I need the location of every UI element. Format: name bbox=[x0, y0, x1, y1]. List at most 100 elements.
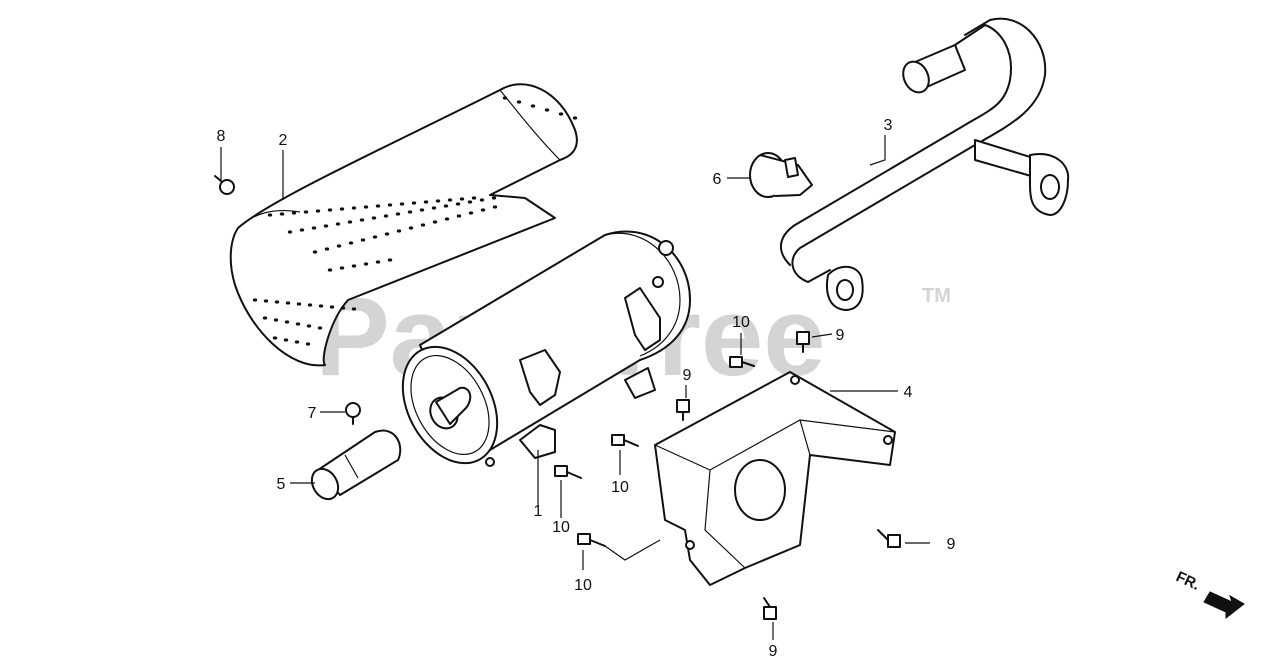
nut-9-a[interactable] bbox=[796, 331, 810, 353]
perforation-hole bbox=[307, 303, 313, 307]
perforation-hole bbox=[339, 207, 345, 211]
part-exhaust-pipe[interactable] bbox=[780, 17, 1070, 311]
perforation-hole bbox=[371, 216, 377, 220]
perforation-hole bbox=[318, 304, 324, 308]
front-arrow-icon bbox=[1203, 591, 1245, 620]
perforation-hole bbox=[329, 305, 335, 309]
part-heat-shield[interactable] bbox=[229, 83, 578, 367]
bolt-10-c[interactable] bbox=[554, 465, 582, 479]
perforation-hole bbox=[283, 338, 289, 342]
perforation-hole bbox=[516, 100, 522, 104]
nut-9-b[interactable] bbox=[676, 399, 690, 421]
callout-10-d: 10 bbox=[574, 577, 592, 594]
leader-lines bbox=[220, 135, 930, 640]
bolt-10-b[interactable] bbox=[611, 434, 639, 447]
perforation-hole bbox=[317, 326, 323, 330]
perforation-hole bbox=[530, 104, 536, 108]
perforation-hole bbox=[480, 208, 486, 212]
perforation-hole bbox=[294, 340, 300, 344]
perforation-hole bbox=[387, 203, 393, 207]
perforation-hole bbox=[384, 232, 390, 236]
perforation-hole bbox=[327, 208, 333, 212]
perforation-hole bbox=[272, 336, 278, 340]
perforation-hole bbox=[279, 212, 285, 216]
perforation-hole bbox=[315, 209, 321, 213]
perforation-hole bbox=[305, 342, 311, 346]
perforation-hole bbox=[273, 318, 279, 322]
perforation-hole bbox=[306, 324, 312, 328]
nut-9-c[interactable] bbox=[877, 529, 901, 548]
part-mounting-bracket[interactable] bbox=[654, 371, 896, 586]
perforation-hole bbox=[502, 96, 508, 100]
callouts: 1 2 3 4 5 6 7 8 9 9 9 9 10 10 10 10 bbox=[217, 117, 956, 660]
perforation-hole bbox=[285, 301, 291, 305]
perforation-hole bbox=[274, 300, 280, 304]
perforation-hole bbox=[491, 196, 497, 200]
perforation-hole bbox=[295, 322, 301, 326]
perforation-hole bbox=[459, 197, 465, 201]
perforation-hole bbox=[431, 206, 437, 210]
bolt-10-d[interactable] bbox=[577, 533, 606, 547]
perforation-hole bbox=[435, 199, 441, 203]
perforation-hole bbox=[262, 316, 268, 320]
perforation-hole bbox=[340, 306, 346, 310]
part-tail-pipe[interactable] bbox=[307, 429, 402, 504]
perforation-hole bbox=[572, 116, 578, 120]
shield-perforations bbox=[252, 96, 578, 346]
perforation-hole bbox=[444, 217, 450, 221]
perforation-hole bbox=[396, 229, 402, 233]
callout-9-c: 9 bbox=[947, 536, 956, 553]
perforation-hole bbox=[383, 214, 389, 218]
callout-10-b: 10 bbox=[611, 479, 629, 496]
perforation-hole bbox=[347, 220, 353, 224]
perforation-hole bbox=[468, 211, 474, 215]
perforation-hole bbox=[432, 220, 438, 224]
perforation-hole bbox=[479, 198, 485, 202]
part-pipe-clamp[interactable] bbox=[749, 152, 813, 198]
perforation-hole bbox=[351, 307, 357, 311]
bolt-10-a[interactable] bbox=[729, 356, 755, 368]
perforation-hole bbox=[252, 298, 258, 302]
perforation-hole bbox=[558, 112, 564, 116]
callout-9-a: 9 bbox=[836, 327, 845, 344]
perforation-hole bbox=[423, 200, 429, 204]
perforation-hole bbox=[456, 214, 462, 218]
perforation-hole bbox=[375, 204, 381, 208]
perforation-hole bbox=[471, 196, 477, 200]
part-screw-7[interactable] bbox=[345, 402, 361, 425]
callout-3: 3 bbox=[884, 117, 893, 134]
callout-10-a: 10 bbox=[732, 314, 750, 331]
front-label: FR. bbox=[1173, 568, 1202, 594]
part-screw-8[interactable] bbox=[214, 175, 235, 195]
watermark-trademark: TM bbox=[922, 285, 951, 307]
perforation-hole bbox=[299, 228, 305, 232]
perforation-hole bbox=[312, 250, 318, 254]
perforation-hole bbox=[420, 223, 426, 227]
perforation-hole bbox=[467, 200, 473, 204]
perforation-hole bbox=[267, 213, 273, 217]
perforation-hole bbox=[411, 201, 417, 205]
perforation-hole bbox=[324, 247, 330, 251]
perforation-hole bbox=[336, 244, 342, 248]
part-muffler[interactable] bbox=[384, 230, 691, 479]
perforation-hole bbox=[339, 266, 345, 270]
perforation-hole bbox=[311, 226, 317, 230]
perforation-hole bbox=[291, 211, 297, 215]
perforation-hole bbox=[395, 212, 401, 216]
perforation-hole bbox=[359, 218, 365, 222]
perforation-hole bbox=[348, 241, 354, 245]
perforation-hole bbox=[544, 108, 550, 112]
perforation-hole bbox=[447, 198, 453, 202]
perforation-hole bbox=[375, 260, 381, 264]
callout-9-b: 9 bbox=[683, 367, 692, 384]
nut-9-d[interactable] bbox=[763, 597, 777, 620]
perforation-hole bbox=[363, 205, 369, 209]
perforation-hole bbox=[407, 210, 413, 214]
perforation-hole bbox=[455, 202, 461, 206]
perforation-hole bbox=[408, 226, 414, 230]
perforation-hole bbox=[323, 224, 329, 228]
callout-4: 4 bbox=[904, 384, 913, 401]
callout-8: 8 bbox=[217, 128, 226, 145]
perforation-hole bbox=[284, 320, 290, 324]
callout-6: 6 bbox=[713, 171, 722, 188]
